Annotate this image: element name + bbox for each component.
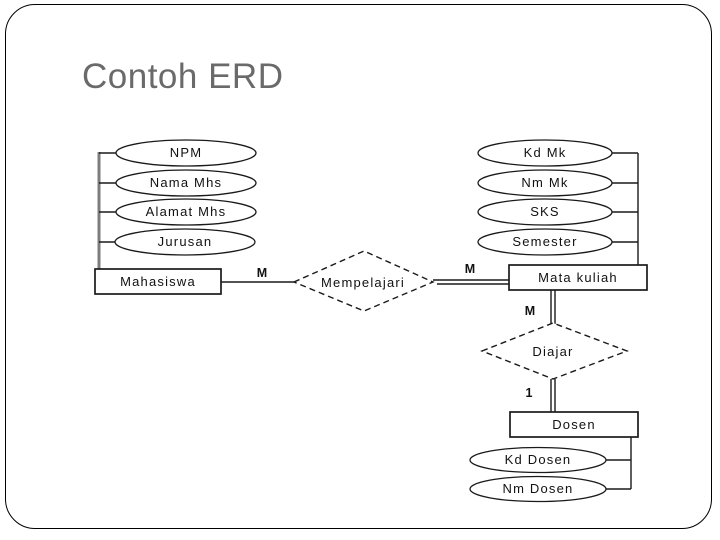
attribute-alamat-mhs: Alamat Mhs [115, 198, 257, 226]
diajar-top-cardinality: M [525, 304, 535, 318]
attribute-kd-mk-ellipse [477, 139, 613, 167]
attribute-kd-dosen-label: Kd Dosen [505, 452, 572, 467]
attribute-semester-label: Semester [512, 234, 577, 249]
attribute-npm: NPM [115, 139, 257, 167]
matakuliah-attribute-rail [611, 152, 639, 265]
relation-mempelajari-diamond [292, 250, 435, 312]
dosen-attribute-rail [605, 437, 632, 490]
mahasiswa-attribute-rail [97, 152, 118, 270]
entity-mahasiswa: Mahasiswa [94, 268, 222, 295]
diajar-bottom-cardinality: 1 [526, 386, 533, 400]
attribute-nm-dosen: Nm Dosen [469, 475, 607, 503]
attribute-nm-dosen-ellipse [469, 475, 607, 503]
attribute-jurusan: Jurusan [114, 228, 256, 256]
attribute-nm-mk-ellipse [477, 169, 613, 197]
attribute-alamat-mhs-label: Alamat Mhs [146, 204, 227, 219]
slide-border [5, 4, 712, 529]
slide-title: Contoh ERD [82, 57, 284, 96]
attribute-semester: Semester [477, 228, 613, 256]
mempelajari-matakuliah-double-line [433, 279, 509, 285]
attribute-jurusan-ellipse [114, 228, 256, 256]
entity-dosen: Dosen [509, 411, 639, 438]
attribute-nama-mhs-ellipse [115, 169, 257, 197]
attribute-npm-ellipse [115, 139, 257, 167]
attribute-kd-dosen: Kd Dosen [469, 446, 607, 474]
attribute-nm-mk-label: Nm Mk [521, 175, 568, 190]
relation-mempelajari: Mempelajari [292, 250, 435, 312]
entity-dosen-label: Dosen [552, 417, 596, 432]
relation-mempelajari-label: Mempelajari [321, 275, 405, 290]
attribute-jurusan-label: Jurusan [158, 234, 213, 249]
attribute-sks: SKS [477, 198, 613, 226]
attribute-semester-ellipse [477, 228, 613, 256]
diajar-dosen-double-line [550, 379, 556, 412]
attribute-sks-label: SKS [530, 204, 560, 219]
entity-mahasiswa-label: Mahasiswa [120, 274, 196, 289]
entity-mata-kuliah-box [508, 264, 648, 291]
attribute-alamat-mhs-ellipse [115, 198, 257, 226]
attribute-sks-ellipse [477, 198, 613, 226]
matakuliah-diajar-double-line [550, 290, 556, 324]
attribute-npm-label: NPM [170, 145, 203, 160]
mempelajari-left-cardinality: M [257, 266, 267, 280]
relation-diajar: Diajar [480, 322, 629, 380]
relation-diajar-label: Diajar [532, 344, 573, 359]
entity-mata-kuliah: Mata kuliah [508, 264, 648, 291]
attribute-kd-dosen-ellipse [469, 446, 607, 474]
mempelajari-right-cardinality: M [465, 262, 475, 276]
attribute-nama-mhs: Nama Mhs [115, 169, 257, 197]
attribute-kd-mk-label: Kd Mk [524, 145, 567, 160]
attribute-kd-mk: Kd Mk [477, 139, 613, 167]
entity-dosen-box [509, 411, 639, 438]
entity-mata-kuliah-label: Mata kuliah [538, 270, 618, 285]
relation-diajar-diamond [480, 322, 629, 380]
attribute-nama-mhs-label: Nama Mhs [150, 175, 222, 190]
attribute-nm-mk: Nm Mk [477, 169, 613, 197]
attribute-nm-dosen-label: Nm Dosen [502, 481, 573, 496]
